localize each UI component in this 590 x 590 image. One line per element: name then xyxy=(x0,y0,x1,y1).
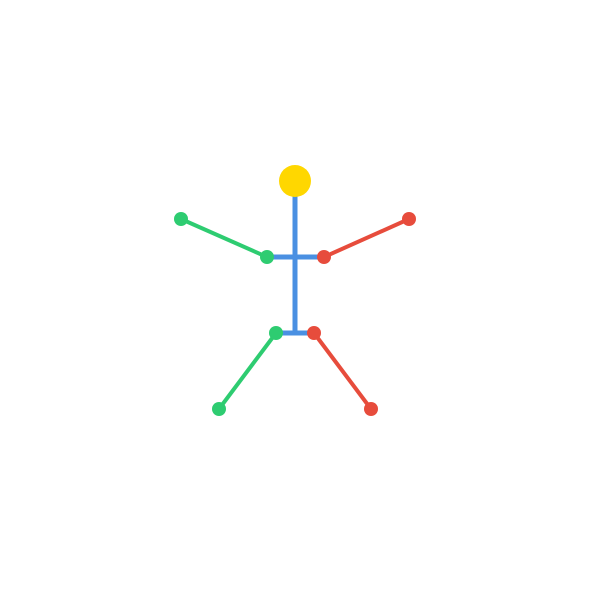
left-leg xyxy=(212,326,283,416)
left-hip-joint xyxy=(269,326,283,340)
left-foot-joint xyxy=(212,402,226,416)
right-leg xyxy=(307,326,378,416)
left-shoulder-joint xyxy=(260,250,274,264)
head-circle-icon xyxy=(279,165,311,197)
left-hand-joint xyxy=(174,212,188,226)
stick-figure xyxy=(174,165,416,416)
torso xyxy=(264,178,327,336)
right-arm xyxy=(317,212,416,264)
left-arm xyxy=(174,212,274,264)
right-hand-joint xyxy=(402,212,416,226)
left-leg-line xyxy=(217,331,278,411)
left-arm-line xyxy=(179,217,269,259)
right-foot-joint xyxy=(364,402,378,416)
right-shoulder-joint xyxy=(317,250,331,264)
right-leg-line xyxy=(312,331,373,411)
right-arm-line xyxy=(322,217,411,259)
right-hip-joint xyxy=(307,326,321,340)
